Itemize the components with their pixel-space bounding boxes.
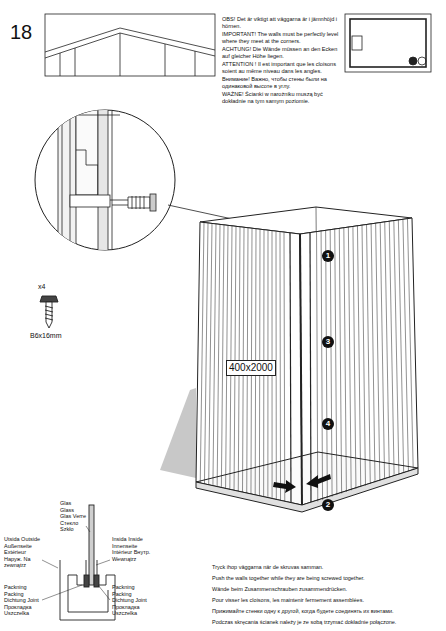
profile-section	[42, 505, 115, 620]
warning-text: Внимание! Важно, чтобы стены были на оди…	[222, 76, 340, 89]
warning-text: OBS! Det är viktigt att väggarna är i jä…	[222, 16, 340, 29]
instruction-text: Pour visser les cloisons, les maintenir …	[212, 597, 442, 604]
quantity: x4	[38, 283, 58, 291]
packing-label: Packning Packing Dichtung Joint Прокладк…	[112, 584, 152, 617]
callout-number: 4	[322, 418, 334, 430]
instruction-text: Tryck ihop väggarna när de skruvas samma…	[212, 564, 442, 571]
callout-number: 1	[322, 250, 334, 262]
shower-enclosure	[196, 207, 418, 512]
callout-number: 3	[322, 336, 334, 348]
plan-inset	[345, 14, 431, 72]
instruction-text: Podczas skręcania ścianek należy je ze s…	[212, 619, 442, 626]
warning-text: WAŻNE! Ścianki w narożniku muszą być dok…	[222, 91, 340, 104]
instruction-text: Прижимайте стенки одну к другой, когда б…	[212, 608, 442, 615]
inside-label: Insida Inside Innenseite Intérieur Внутр…	[112, 536, 152, 562]
warning-text: IMPORTANT! The walls must be perfectly l…	[222, 31, 340, 44]
callout-number: 2	[322, 499, 334, 511]
screw-size: B6x16mm	[30, 332, 80, 340]
instruction-text: Push the walls together while they are b…	[212, 575, 442, 582]
corner-inset	[45, 14, 215, 76]
instruction-text: Wände beim Zusammenschrauben zusammendrü…	[212, 586, 442, 593]
warning-text: ACHTUNG! Die Wände müssen an den Ecken a…	[222, 46, 340, 59]
floor-shadow	[160, 388, 196, 478]
panel-dimension: 400x2000	[226, 360, 276, 376]
screw-icon	[40, 296, 58, 328]
push-arrows	[273, 474, 331, 493]
outside-label: Utsida Outside Außenseite Extérieur Нару…	[4, 536, 42, 569]
glass-label: Glas Glass Glas Verre Стекло Szkło	[60, 500, 86, 533]
packing-label: Packning Packing Dichtung Joint Прокладк…	[4, 584, 42, 617]
step-number: 18	[10, 22, 40, 42]
warning-text: ATTENTION ! Il est important que les clo…	[222, 61, 340, 74]
